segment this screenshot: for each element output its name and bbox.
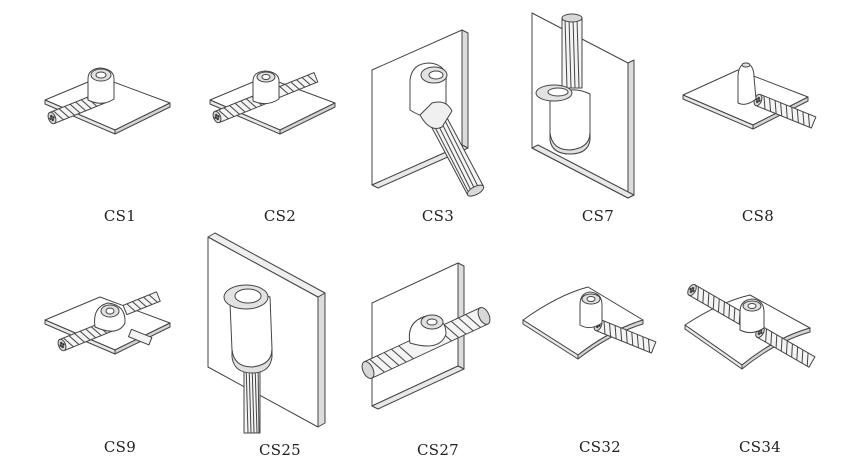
cs1-label: CS1: [103, 207, 137, 225]
cs7-drawing: [531, 12, 635, 199]
item-cs3: CS3: [360, 15, 520, 235]
cs34-drawing: [684, 282, 816, 370]
cs2-label: CS2: [263, 207, 297, 225]
item-cs9: CS9: [30, 275, 190, 465]
cs25-label: CS25: [258, 441, 302, 459]
cs3-label: CS3: [421, 207, 455, 225]
cs7-label: CS7: [581, 207, 615, 225]
cs9-label: CS9: [103, 438, 137, 456]
cs8-drawing: [682, 62, 817, 130]
cs8-label: CS8: [741, 207, 775, 225]
item-cs1: CS1: [30, 55, 190, 235]
cs3-drawing: [371, 29, 485, 197]
cs25-drawing: [207, 232, 326, 434]
item-cs34: CS34: [680, 270, 840, 465]
item-cs8: CS8: [678, 55, 838, 235]
cs9-drawing: [44, 291, 171, 355]
item-cs2: CS2: [195, 55, 355, 235]
item-cs27: CS27: [360, 258, 520, 465]
cs32-drawing: [522, 286, 657, 360]
cs1-drawing: [44, 67, 171, 135]
cs32-label: CS32: [578, 438, 622, 456]
cs2-drawing: [209, 70, 336, 135]
item-cs25: CS25: [200, 232, 350, 465]
cs27-label: CS27: [416, 441, 460, 459]
item-cs32: CS32: [518, 275, 678, 465]
item-cs7: CS7: [520, 8, 680, 235]
cs27-drawing: [361, 262, 491, 410]
cs34-label: CS34: [738, 438, 782, 456]
